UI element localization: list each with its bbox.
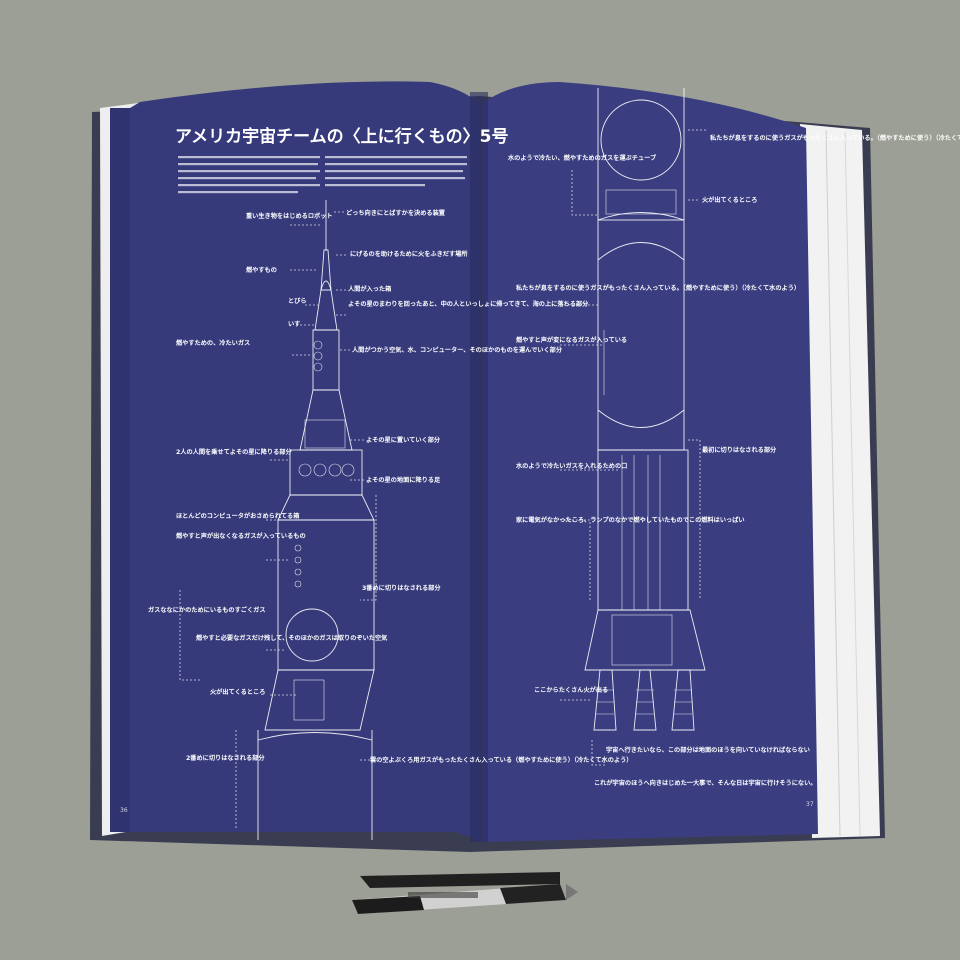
label-first-separation: 最初に切りはなされる部分 xyxy=(702,446,777,454)
label-gas-container: 燃やすと声が出なくなるガスが入っているもの xyxy=(176,532,306,540)
label-big-day: これが宇宙のほうへ向きはじめた一大事で、そんな日は宇宙に行けそうにない。 xyxy=(594,779,817,787)
label-leave-part: よその星に置いていく部分 xyxy=(366,436,441,444)
label-lunar-module: 2人の人間を乗せてよその星に降りる部分 xyxy=(176,448,292,456)
gutter-shadow xyxy=(470,92,488,842)
label-fuel: 燃やすもの xyxy=(246,266,277,274)
label-door: とびら xyxy=(288,297,307,305)
label-fire-out-right: 火が出てくるところ xyxy=(702,196,757,204)
label-oxygen-mid: 私たちが息をするのに使うガスがもったくさん入っている。（燃やすために使う）（冷た… xyxy=(515,284,800,292)
label-helium: 燃やすと声が変になるガスが入っている xyxy=(516,336,627,344)
intro-text-left xyxy=(178,156,320,194)
label-robot: 重い生き物をはじめるロボット xyxy=(246,212,333,220)
left-leader-lines xyxy=(179,211,377,830)
label-cold-gas: 燃やすための、冷たいガス xyxy=(176,339,250,347)
label-return-part: よその星のまわりを回ったあと、中の人といっしょに帰ってきて、海の上に落ちる部分 xyxy=(348,300,589,308)
label-face-ground: 宇宙へ行きたいなら、この部分は地面のほうを向いていなければならない xyxy=(606,746,810,754)
label-computer-box: ほとんどのコンピュータがおさめられてる箱 xyxy=(176,512,299,520)
left-page-outer-strip xyxy=(110,108,130,832)
pen xyxy=(352,872,578,914)
label-escape-tower: にげるのを助けるために火をふきだす場所 xyxy=(350,250,468,258)
page-number-right: 37 xyxy=(806,801,814,808)
label-command-module: 人間が入った箱 xyxy=(348,285,391,293)
page-title: アメリカ宇宙チームの〈上に行くもの〉5号 xyxy=(175,126,508,147)
label-kerosene: 家に電気がなかったころ、ランプのなかで燃やしていたものでこの燃料はいっぱい xyxy=(516,516,745,524)
label-cold-gas-inlet: 水のようで冷たいガスを入れるための口 xyxy=(516,462,627,470)
left-rocket-diagram xyxy=(257,200,375,840)
label-third-separation: 3番めに切りはなされる部分 xyxy=(362,584,441,592)
label-tube: 水のようで冷たい、燃やすためのガスを運ぶチューブ xyxy=(508,154,657,162)
label-landing-legs: よその星の地面に降りる足 xyxy=(366,476,441,484)
right-stack-line xyxy=(825,129,841,837)
label-guidance: どっち向きにとばすかを決める装置 xyxy=(346,209,445,217)
right-page xyxy=(482,82,818,842)
left-labels: どっち向きにとばすかを決める装置 にげるのを助けるために火をふきだす場所 人間が… xyxy=(120,209,632,814)
label-gas-thing: ガスななにかのためにいるものすごくガス xyxy=(148,606,266,614)
label-air: 燃やすと必要なガスだけ残して、そのほかのガスは取りのぞいた空気 xyxy=(196,634,388,642)
right-page-stack xyxy=(800,124,880,838)
label-seat: いす xyxy=(288,320,300,328)
label-cloud-gas: 雲の空よぶくろ用ガスがもったたくさん入っている（燃やすために使う）（冷たくて水の… xyxy=(370,756,632,764)
page-number-left: 36 xyxy=(120,807,128,814)
right-leader-lines xyxy=(560,129,708,766)
right-rocket-diagram xyxy=(584,88,706,731)
label-service-module: 人間がつかう空気、水、コンピューター、そのほかのものを運んでいく部分 xyxy=(352,346,563,354)
label-oxygen-top: 私たちが息をするのに使うガスがもったくさん入っている。（燃やすために使う）（冷た… xyxy=(709,134,960,142)
label-fire-here: ここからたくさん火が出る xyxy=(534,686,608,694)
intro-text-right xyxy=(325,156,467,187)
right-stack-line-2 xyxy=(844,131,861,837)
label-second-separation: 2番めに切りはなされる部分 xyxy=(186,754,265,762)
right-labels: 水のようで冷たい、燃やすためのガスを運ぶチューブ 私たちが息をするのに使うガスが… xyxy=(508,134,960,808)
left-page xyxy=(118,81,480,842)
label-fire-out: 火が出てくるところ xyxy=(210,688,265,696)
